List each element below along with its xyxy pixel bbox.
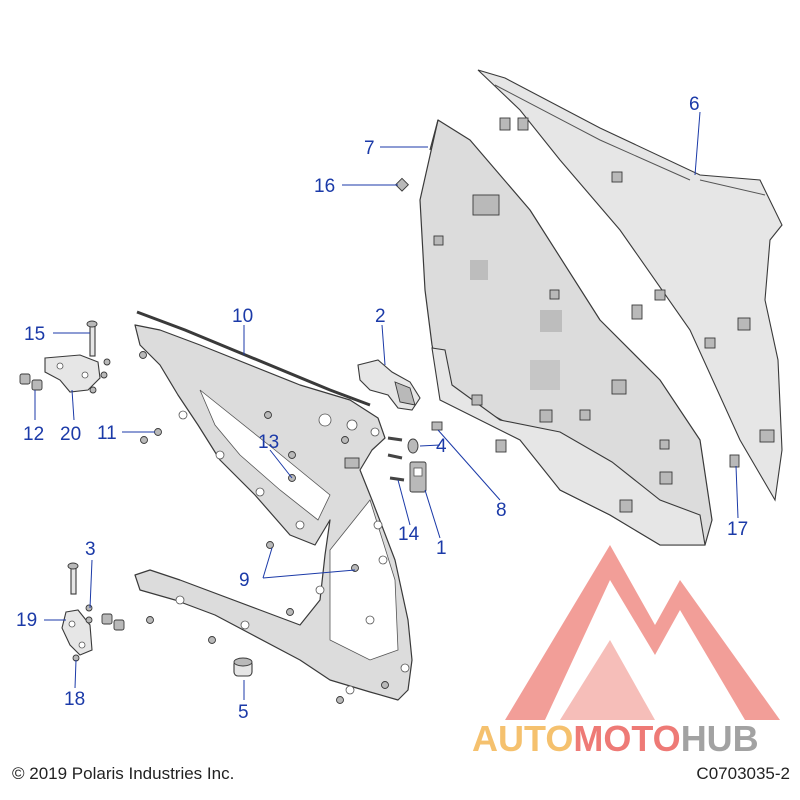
callout-15: 15 (24, 324, 45, 345)
callout-12: 12 (23, 424, 44, 445)
watermark-logo (505, 545, 780, 720)
part-16-clip (394, 177, 410, 192)
part-6-outer-door-panel (477, 69, 783, 502)
callout-1: 1 (436, 538, 447, 559)
callout-10: 10 (232, 306, 253, 327)
watermark-auto: AUTO (472, 718, 573, 759)
callout-7: 7 (364, 138, 375, 159)
callout-9: 9 (239, 570, 250, 591)
callout-6: 6 (689, 94, 700, 115)
part-8-clip (431, 421, 443, 431)
callout-4: 4 (436, 436, 447, 457)
callout-11: 11 (97, 423, 117, 444)
bolts-9-11-13 (139, 351, 389, 704)
callout-19: 19 (16, 610, 37, 631)
callout-13: 13 (258, 432, 279, 453)
part-17-clip (729, 454, 740, 468)
part-2-latch-handle (357, 359, 421, 411)
watermark-text: AUTOMOTOHUB (472, 718, 759, 759)
part-8-clip-b (495, 439, 507, 453)
part-5-bumper (233, 657, 253, 677)
part-7-inner-door-panel (419, 119, 713, 546)
callout-14: 14 (398, 524, 420, 545)
part-14-screws (387, 436, 405, 482)
callout-3: 3 (85, 539, 96, 560)
drawing-number: C0703035-2 (696, 764, 790, 783)
callout-labels: 6 7 16 10 2 15 11 12 20 13 4 8 14 1 17 3… (16, 94, 748, 723)
callout-2: 2 (375, 306, 386, 327)
upper-hinge-assembly (19, 320, 111, 394)
watermark-moto: MOTO (573, 718, 680, 759)
copyright-notice: © 2019 Polaris Industries Inc. (12, 764, 235, 783)
callout-17: 17 (727, 519, 748, 540)
leader-lines (34, 111, 739, 700)
callout-8: 8 (496, 500, 507, 521)
part-4-washer (407, 438, 419, 454)
callout-5: 5 (238, 702, 249, 723)
callout-16: 16 (314, 176, 335, 197)
watermark-hub: HUB (681, 718, 759, 759)
part-1-latch (409, 461, 427, 493)
callout-20: 20 (60, 424, 81, 445)
lower-hinge-assembly (61, 562, 125, 662)
callout-18: 18 (64, 689, 85, 710)
part-10-door-frame (134, 310, 413, 701)
